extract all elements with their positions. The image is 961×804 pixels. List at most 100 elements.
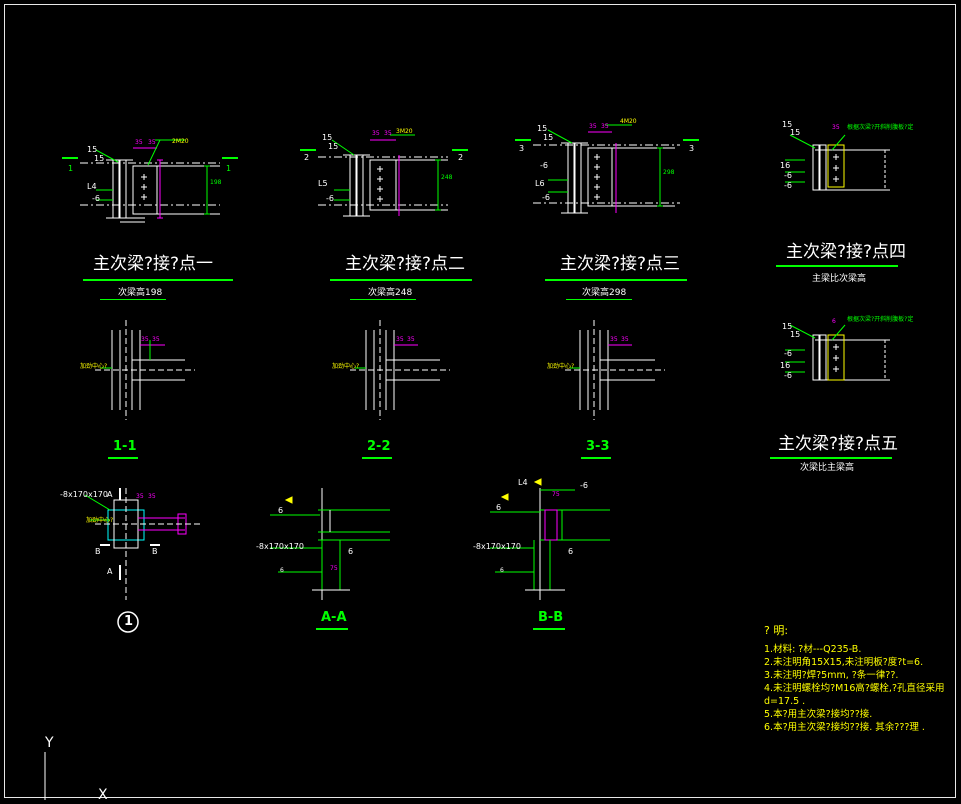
section-a-a: [270, 488, 390, 600]
cut-mark-2-left: 2: [304, 153, 310, 162]
node1-elevation: [62, 139, 238, 223]
n2-dim-15a: 15: [322, 133, 333, 142]
cut-mark-1-left: 1: [68, 164, 74, 173]
n1-dim-15b: 15: [94, 154, 105, 163]
aa-weld-6c: 6: [280, 567, 284, 574]
n4-plate-b: -6: [784, 181, 792, 190]
n4-plate-a: -6: [784, 171, 792, 180]
subtitle-node2: 次梁高248: [368, 288, 413, 298]
node3-elevation: [515, 124, 699, 214]
s22-mid: 加劲中心?: [332, 363, 360, 370]
underline-2-2: [362, 457, 392, 459]
n2-dim-35a: 35: [372, 130, 380, 137]
section-2-2: [350, 320, 450, 420]
bb-dim-75: 75: [552, 491, 560, 498]
bb-weld-6a: 6: [496, 503, 502, 512]
title-node1-underline: [83, 279, 233, 281]
n1-dim-15a: 15: [87, 145, 98, 154]
node2-elevation: [300, 134, 468, 217]
d1-B-left: B: [95, 547, 101, 556]
cut-mark-1-right: 1: [226, 164, 232, 173]
title-node5-underline: [770, 457, 892, 459]
n3-height: 298: [663, 169, 675, 176]
n3-bolt-spec: 4M20: [620, 118, 637, 125]
ucs-x-label: X: [98, 787, 108, 803]
n1-dim-35a: 35: [135, 139, 143, 146]
n2-dim-35b: 35: [384, 130, 392, 137]
underline-3-3: [581, 457, 611, 459]
aa-plate: -8x170x170: [256, 542, 304, 551]
n3-dim-35a: 35: [589, 123, 597, 130]
title-node2: 主次梁?接?点二: [345, 254, 466, 274]
s11-dim-35: 35: [141, 336, 149, 343]
underline-a-a: [316, 628, 348, 630]
s22-dim-35b: 35: [407, 336, 415, 343]
bb-weld-6b: 6: [568, 547, 574, 556]
n1-bolt-spec: 2M20: [172, 138, 189, 145]
n4-angle: 16: [780, 161, 791, 170]
underline-1-1: [108, 457, 138, 459]
label-section-b-b: B-B: [538, 610, 564, 625]
label-detail-1: 1: [124, 614, 134, 629]
detail-1-plan: [84, 488, 200, 633]
cut-mark-3-right: 3: [689, 144, 695, 153]
n5-plate-a: -6: [784, 349, 792, 358]
title-node5: 主次梁?接?点五: [778, 434, 899, 454]
notes-line-5: 5.本?用主次梁?接均??接.: [764, 709, 873, 720]
d1-A-top: A: [107, 490, 113, 499]
aa-weld-6b: 6: [348, 547, 354, 556]
bb-plate-6: -6: [580, 481, 588, 490]
subtitle-node4: 主梁比次梁高: [812, 274, 867, 284]
section-1-1: [95, 320, 195, 420]
label-section-a-a: A-A: [321, 610, 347, 625]
d1-mid: 加劲中心?: [86, 517, 114, 524]
n1-angle: L4: [87, 182, 97, 191]
n3-dim-35b: 35: [601, 123, 609, 130]
n1-height: 198: [210, 179, 222, 186]
bb-L4: L4: [518, 478, 528, 487]
cut-mark-2-right: 2: [458, 153, 464, 162]
n2-plate: -6: [326, 194, 334, 203]
section-b-b: [490, 478, 610, 600]
bb-weld-6c: 6: [500, 567, 504, 574]
s33-dim-35b: 35: [621, 336, 629, 343]
n4-note: 根据次梁?开斜削腹板?定: [847, 124, 914, 131]
s11-mid: 加劲中心?: [80, 363, 108, 370]
section-3-3: [565, 320, 665, 420]
notes-line-4: 4.未注明螺栓均?M16高?螺栓,?孔直径采用d=17.5 .: [764, 683, 945, 707]
s22-dim-35: 35: [396, 336, 404, 343]
subtitle-node3: 次梁高298: [582, 288, 627, 298]
title-node1: 主次梁?接?点一: [93, 254, 214, 274]
d1-B-right: B: [152, 547, 158, 556]
notes-line-3: 3.未注明?焊?5mm, ?条一律??.: [764, 670, 899, 681]
n5-dim-15b: 15: [790, 330, 801, 339]
n3-angle: L6: [535, 179, 545, 188]
n5-plate-b: -6: [784, 371, 792, 380]
n5-note: 根据次梁?开斜削腹板?定: [847, 316, 914, 323]
ucs-y-label: Y: [45, 735, 54, 751]
n3-dim-15a: 15: [537, 124, 548, 133]
n3-plate-b: -6: [542, 193, 550, 202]
drawing-frame: [4, 4, 956, 798]
n5-dim-15a: 15: [782, 322, 793, 331]
subtitle-node2-underline: [350, 299, 416, 300]
n4-dim-15b: 15: [790, 128, 801, 137]
title-node4: 主次梁?接?点四: [786, 242, 907, 262]
notes-line-1: 1.材料: ?材---Q235-B.: [764, 644, 862, 655]
n2-dim-15b: 15: [328, 142, 339, 151]
notes-line-6: 6.本?用主次梁?接均??接. 其余???理 .: [764, 722, 925, 733]
s33-mid: 加劲中心?: [547, 363, 575, 370]
n1-plate: -6: [92, 194, 100, 203]
aa-dim-75: 75: [330, 565, 338, 572]
label-section-3-3: 3-3: [586, 439, 610, 454]
bb-plate: -8x170x170: [473, 542, 521, 551]
notes-line-2: 2.未注明角15X15,未注明板?度?t=6.: [764, 657, 924, 668]
s33-dim-35: 35: [610, 336, 618, 343]
n5-dim-6: 6: [832, 318, 836, 325]
underline-b-b: [533, 628, 565, 630]
cut-mark-3-left: 3: [519, 144, 525, 153]
n2-bolt-spec: 3M20: [396, 128, 413, 135]
notes-header: ? 明:: [764, 624, 789, 637]
node4-elevation: [785, 134, 890, 191]
